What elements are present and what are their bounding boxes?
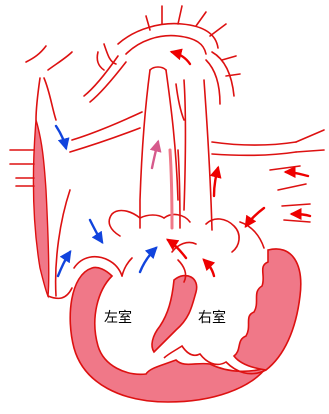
arrow-la-to-lv [90, 220, 102, 242]
pulmonary-trunk [140, 70, 150, 228]
arrow-la-upper [56, 126, 66, 148]
left-atrium-wall [33, 120, 48, 296]
arrow-rv-outflow [214, 168, 218, 196]
arrow-right-vein-upper [286, 172, 308, 176]
left-top-vessel [26, 46, 46, 62]
arrow-lv-inflow-right [140, 248, 156, 272]
left-ventricle-label: 左室 [104, 309, 132, 326]
right-ventricle-wall [234, 249, 301, 370]
septum [152, 276, 197, 352]
arrow-aorta-out [172, 52, 190, 64]
tricuspid-valve [206, 219, 239, 252]
arrow-right-vein-lower [292, 214, 310, 216]
arrow-rv-lower [204, 260, 214, 276]
right-ventricle-label: 右室 [198, 309, 226, 326]
arrow-pulmonary-trunk [152, 142, 158, 168]
arrow-ra-to-rv [246, 208, 264, 226]
arrow-lv-inflow-left [58, 252, 70, 276]
